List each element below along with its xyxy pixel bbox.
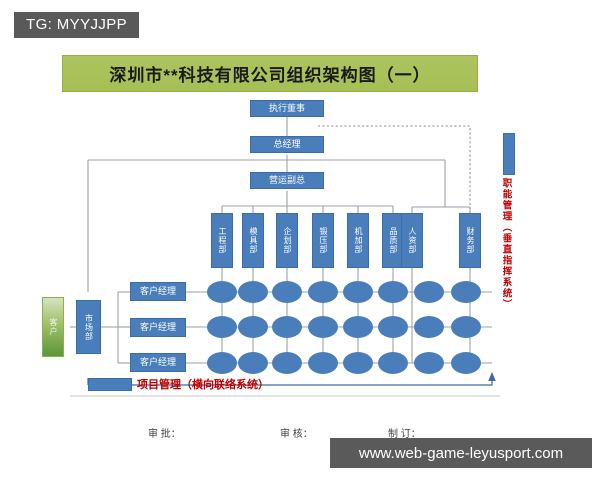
- node-marketing-dept-label: 市场部: [84, 313, 94, 341]
- node-executive-director-label: 执行董事: [268, 102, 305, 113]
- footer-approve-label: 审 批：: [148, 429, 181, 440]
- node-customer-label: 客户: [49, 318, 58, 336]
- horizontal-system-legend: 项目管理（横向联络系统）: [137, 376, 269, 392]
- node-operations-vp-label: 营运副总: [268, 174, 305, 185]
- node-department-3-label: 企划部: [283, 227, 292, 254]
- footer-review-label: 审 核：: [280, 429, 313, 440]
- vertical-system-marker: [503, 133, 515, 175]
- node-department-1-label: 工程部: [218, 227, 227, 254]
- node-account-manager-3-label: 客户经理: [139, 356, 176, 367]
- node-department-4-label: 锻压部: [319, 227, 328, 254]
- node-department-5-label: 机加部: [354, 227, 363, 254]
- node-account-manager-3: 客户经理: [130, 353, 186, 372]
- watermark-label: www.web-game-leyusport.com: [358, 444, 564, 462]
- node-account-manager-2: 客户经理: [130, 318, 186, 337]
- node-department-2-label: 模具部: [249, 227, 258, 254]
- tg-tag-label: TG: MYYJJPP: [26, 16, 128, 33]
- node-department-7-label: 人资部: [408, 227, 417, 254]
- horizontal-system-marker: [88, 378, 132, 391]
- watermark-overlay: www.web-game-leyusport.com: [330, 438, 592, 468]
- page-title: 深圳市**科技有限公司组织架构图（一）: [109, 66, 431, 85]
- chart-title-banner: 深圳市**科技有限公司组织架构图（一）: [62, 55, 478, 92]
- node-customer: 客户: [42, 297, 64, 357]
- horizontal-system-legend-label: 项目管理（横向联络系统）: [137, 379, 269, 391]
- node-department-5: 机加部: [347, 213, 369, 268]
- node-department-4: 锻压部: [312, 213, 334, 268]
- node-marketing-dept: 市场部: [76, 300, 101, 354]
- footer-approve: 审 批：: [148, 425, 181, 440]
- node-department-8-label: 财务部: [466, 227, 475, 254]
- node-department-2: 模具部: [242, 213, 264, 268]
- footer-draft: 制 订：: [388, 425, 421, 440]
- node-department-7: 人资部: [401, 213, 423, 268]
- footer-review: 审 核：: [280, 425, 313, 440]
- node-general-manager-label: 总经理: [273, 138, 301, 149]
- node-account-manager-1-label: 客户经理: [139, 285, 176, 296]
- node-department-8: 财务部: [459, 213, 481, 268]
- node-general-manager: 总经理: [250, 136, 324, 153]
- tg-tag-overlay: TG: MYYJJPP: [14, 12, 140, 38]
- node-department-6-label: 品质部: [389, 227, 398, 254]
- footer-draft-label: 制 订：: [388, 429, 421, 440]
- node-department-3: 企划部: [276, 213, 298, 268]
- node-department-1: 工程部: [211, 213, 233, 268]
- node-account-manager-2-label: 客户经理: [139, 321, 176, 332]
- vertical-system-legend: 职能管理（垂直指挥系统）: [501, 178, 515, 310]
- node-executive-director: 执行董事: [250, 100, 324, 117]
- vertical-system-legend-label: 职能管理（垂直指挥系统）: [500, 178, 512, 310]
- node-account-manager-1: 客户经理: [130, 282, 186, 301]
- node-operations-vp: 营运副总: [250, 172, 324, 189]
